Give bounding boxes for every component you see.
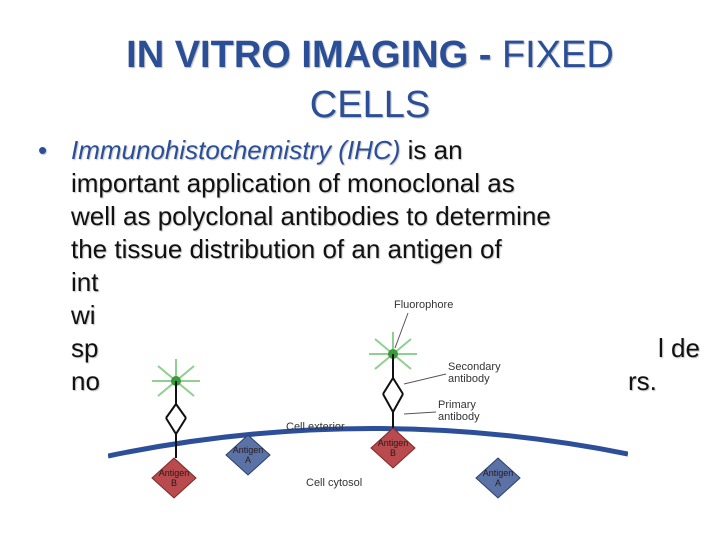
ihc-term: Immunohistochemistry (IHC) — [71, 135, 401, 165]
leader-primary — [403, 411, 437, 415]
label-cell-exterior: Cell exterior — [286, 421, 345, 433]
title-strong: IN VITRO IMAGING - — [126, 34, 492, 76]
body-line-7: sp l de — [38, 332, 700, 365]
primary-antibody-left — [165, 417, 187, 458]
title-line-1: IN VITRO IMAGING - FIXED — [60, 30, 680, 80]
title-line-2: CELLS — [309, 84, 431, 126]
body-line-8: no rs. — [38, 365, 678, 398]
body-line-1: Immunohistochemistry (IHC) is an — [38, 134, 678, 167]
antibody-complex-right — [369, 332, 417, 430]
body-line-7-end: l de — [658, 333, 700, 363]
primary-antibody-right — [382, 393, 404, 430]
label-cell-cytosol: Cell cytosol — [306, 477, 362, 489]
secondary-antibody-right — [382, 354, 404, 395]
title-light-1: FIXED — [501, 34, 614, 76]
body-line-3: well as polyclonal antibodies to determi… — [71, 201, 551, 231]
body-line-6: wi — [71, 300, 96, 330]
body-line-2: important application of monoclonal as — [71, 168, 515, 198]
slide-title: IN VITRO IMAGING - FIXED CELLS — [60, 30, 680, 130]
antibody-complex-left — [152, 359, 200, 458]
body-line-7-start: sp — [71, 333, 99, 363]
leader-secondary — [403, 373, 447, 385]
leader-fluorophore — [394, 312, 409, 349]
body-line-8-end: rs. — [628, 366, 657, 396]
body-line-4: the tissue distribution of an antigen of — [71, 234, 502, 264]
label-fluorophore: Fluorophore — [394, 299, 453, 311]
body-line-5: int — [71, 267, 99, 297]
bullet: • — [38, 135, 48, 165]
body-line-1-rest: is an — [400, 135, 463, 165]
secondary-antibody-left — [165, 381, 187, 419]
cell-membrane — [108, 426, 628, 459]
body-line-8-start: no — [71, 366, 100, 396]
body-text: • Immunohistochemistry (IHC) is an impor… — [38, 134, 700, 398]
